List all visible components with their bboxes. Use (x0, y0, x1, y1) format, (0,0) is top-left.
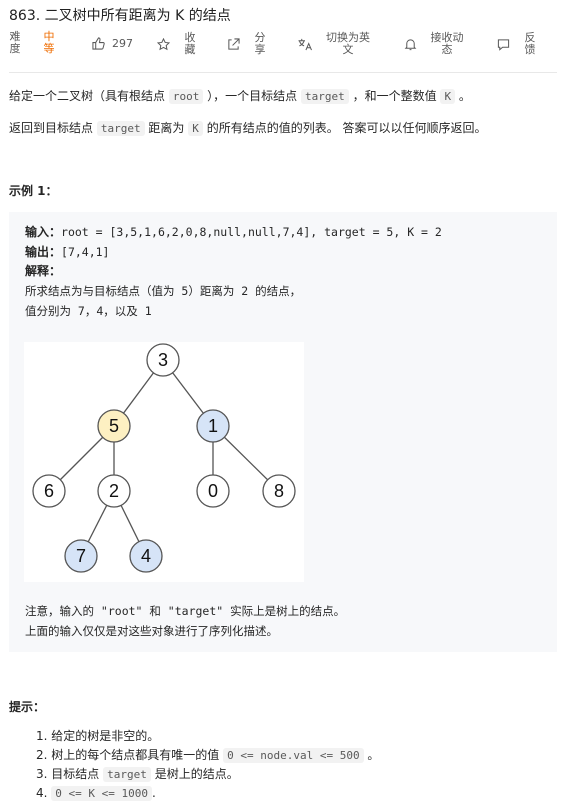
hints-heading: 提示： (9, 700, 46, 714)
explain-label: 解释： (25, 264, 62, 278)
example-block: 输入：root = [3,5,1,6,2,0,8,null,null,7,4],… (9, 212, 557, 652)
code-root: root (168, 89, 204, 104)
translate-icon (298, 38, 312, 51)
code-k: K (188, 121, 203, 136)
input-label: 输入： (25, 225, 62, 239)
tree-node-label: 8 (274, 481, 284, 501)
tree-svg: 3 5 1 6 2 0 8 7 4 (32, 343, 296, 573)
tree-node-circle (97, 474, 131, 508)
tree-node-circle (196, 474, 230, 508)
hint-number: 1. (36, 729, 48, 743)
tree-node-label: 3 (158, 350, 168, 370)
hint-item: 2. 树上的每个结点都具有唯一的值 0 <= node.val <= 500 。 (36, 747, 379, 766)
output-value: [7,4,1] (61, 245, 110, 259)
share-label: 分享 (254, 31, 266, 56)
divider (9, 72, 557, 73)
example-output: 输出：[7,4,1] (25, 245, 109, 259)
text: ），一个目标结点 (207, 89, 298, 103)
tree-node-label: 0 (208, 481, 218, 501)
like-count: 297 (112, 37, 133, 50)
feedback-label: 反馈 (524, 31, 536, 56)
hint-text: 是树上的结点。 (154, 767, 239, 781)
notify-button[interactable]: 接收动态 (404, 29, 469, 59)
collect-label: 收藏 (184, 31, 196, 56)
hint-code: 0 <= node.val <= 500 (223, 748, 364, 763)
hint-text: 目标结点 (51, 767, 100, 781)
switch-english-label: 切换为英文 (326, 31, 370, 56)
tree-node-label: 6 (44, 481, 54, 501)
switch-english-button[interactable]: 切换为英文 (297, 29, 377, 59)
tree-node-circle (32, 474, 66, 508)
text: 。 (458, 89, 471, 103)
hint-code: 0 <= K <= 1000 (51, 786, 152, 801)
hint-item: 3. 目标结点 target 是树上的结点。 (36, 766, 379, 785)
feedback-button[interactable]: 反馈 (497, 29, 542, 59)
tree-node-label: 4 (141, 546, 151, 566)
code-target: target (301, 89, 349, 104)
tree-node-label: 7 (76, 546, 86, 566)
star-icon (157, 38, 170, 51)
difficulty-label: 难度 (9, 30, 21, 55)
text: 返回到目标结点 (9, 121, 94, 135)
text: ，和一个整数值 (352, 89, 437, 103)
hint-code: target (103, 767, 151, 782)
answer-node-circle (129, 539, 163, 573)
explain-line: 所求结点为与目标结点（值为 5）距离为 2 的结点， (25, 284, 302, 298)
share-icon (228, 38, 240, 50)
description-line-1: 给定一个二叉树（具有根结点 root ），一个目标结点 target ，和一个整… (9, 88, 471, 105)
hint-number: 4. (36, 786, 48, 800)
like-button[interactable]: 297 (92, 29, 137, 59)
hint-number: 3. (36, 767, 48, 781)
tree-node-circle (262, 474, 296, 508)
hint-text: 给定的树是非空的。 (51, 729, 160, 743)
note-line: 上面的输入仅仅是对这些对象进行了序列化描述。 (25, 624, 278, 638)
code-target: target (96, 121, 145, 136)
feedback-icon (497, 39, 510, 51)
example-heading: 示例 1： (9, 184, 58, 198)
text: 距离为 (148, 121, 185, 135)
note-line: 注意，输入的 "root" 和 "target" 实际上是树上的结点。 (25, 604, 346, 618)
bell-icon (404, 39, 417, 51)
input-value: root = [3,5,1,6,2,0,8,null,null,7,4], ta… (61, 225, 442, 239)
hint-number: 2. (36, 748, 48, 762)
hint-text: 。 (367, 748, 380, 762)
output-label: 输出： (25, 245, 62, 259)
target-node-circle (97, 409, 131, 443)
explain-line: 值分别为 7，4，以及 1 (25, 304, 152, 318)
hint-item: 4. 0 <= K <= 1000. (36, 785, 379, 804)
text: 给定一个二叉树（具有根结点 (9, 89, 166, 103)
difficulty-badge: 中等 (43, 30, 55, 55)
hint-item: 1. 给定的树是非空的。 (36, 728, 379, 747)
share-button[interactable]: 分享 (227, 29, 267, 59)
thumbs-up-icon (92, 37, 105, 50)
description-line-2: 返回到目标结点 target 距离为 K 的所有结点的值的列表。 答案可以以任何… (9, 120, 487, 137)
tree-node-label: 2 (109, 481, 119, 501)
tree-node-circle (146, 343, 180, 377)
answer-node-circle (64, 539, 98, 573)
tree-node-label: 5 (109, 416, 119, 436)
example-explain: 解释： (25, 264, 61, 278)
hint-text: 树上的每个结点都具有唯一的值 (51, 748, 220, 762)
text: 的所有结点的值的列表。 答案可以以任何顺序返回。 (206, 121, 487, 135)
problem-toolbar: 难度 中等 297 收藏 分享 切换为英文 接收动态 反馈 (0, 29, 571, 61)
code-k: K (440, 89, 456, 104)
tree-diagram: 3 5 1 6 2 0 8 7 4 (24, 342, 304, 582)
example-input: 输入：root = [3,5,1,6,2,0,8,null,null,7,4],… (25, 225, 442, 239)
collect-button[interactable]: 收藏 (157, 29, 197, 59)
hint-text: . (152, 786, 156, 800)
notify-label: 接收动态 (430, 31, 464, 56)
tree-node-label: 1 (208, 416, 218, 436)
answer-node-circle (196, 409, 230, 443)
hints-list: 1. 给定的树是非空的。 2. 树上的每个结点都具有唯一的值 0 <= node… (36, 728, 379, 804)
problem-title: 863. 二叉树中所有距离为 K 的结点 (9, 8, 231, 24)
